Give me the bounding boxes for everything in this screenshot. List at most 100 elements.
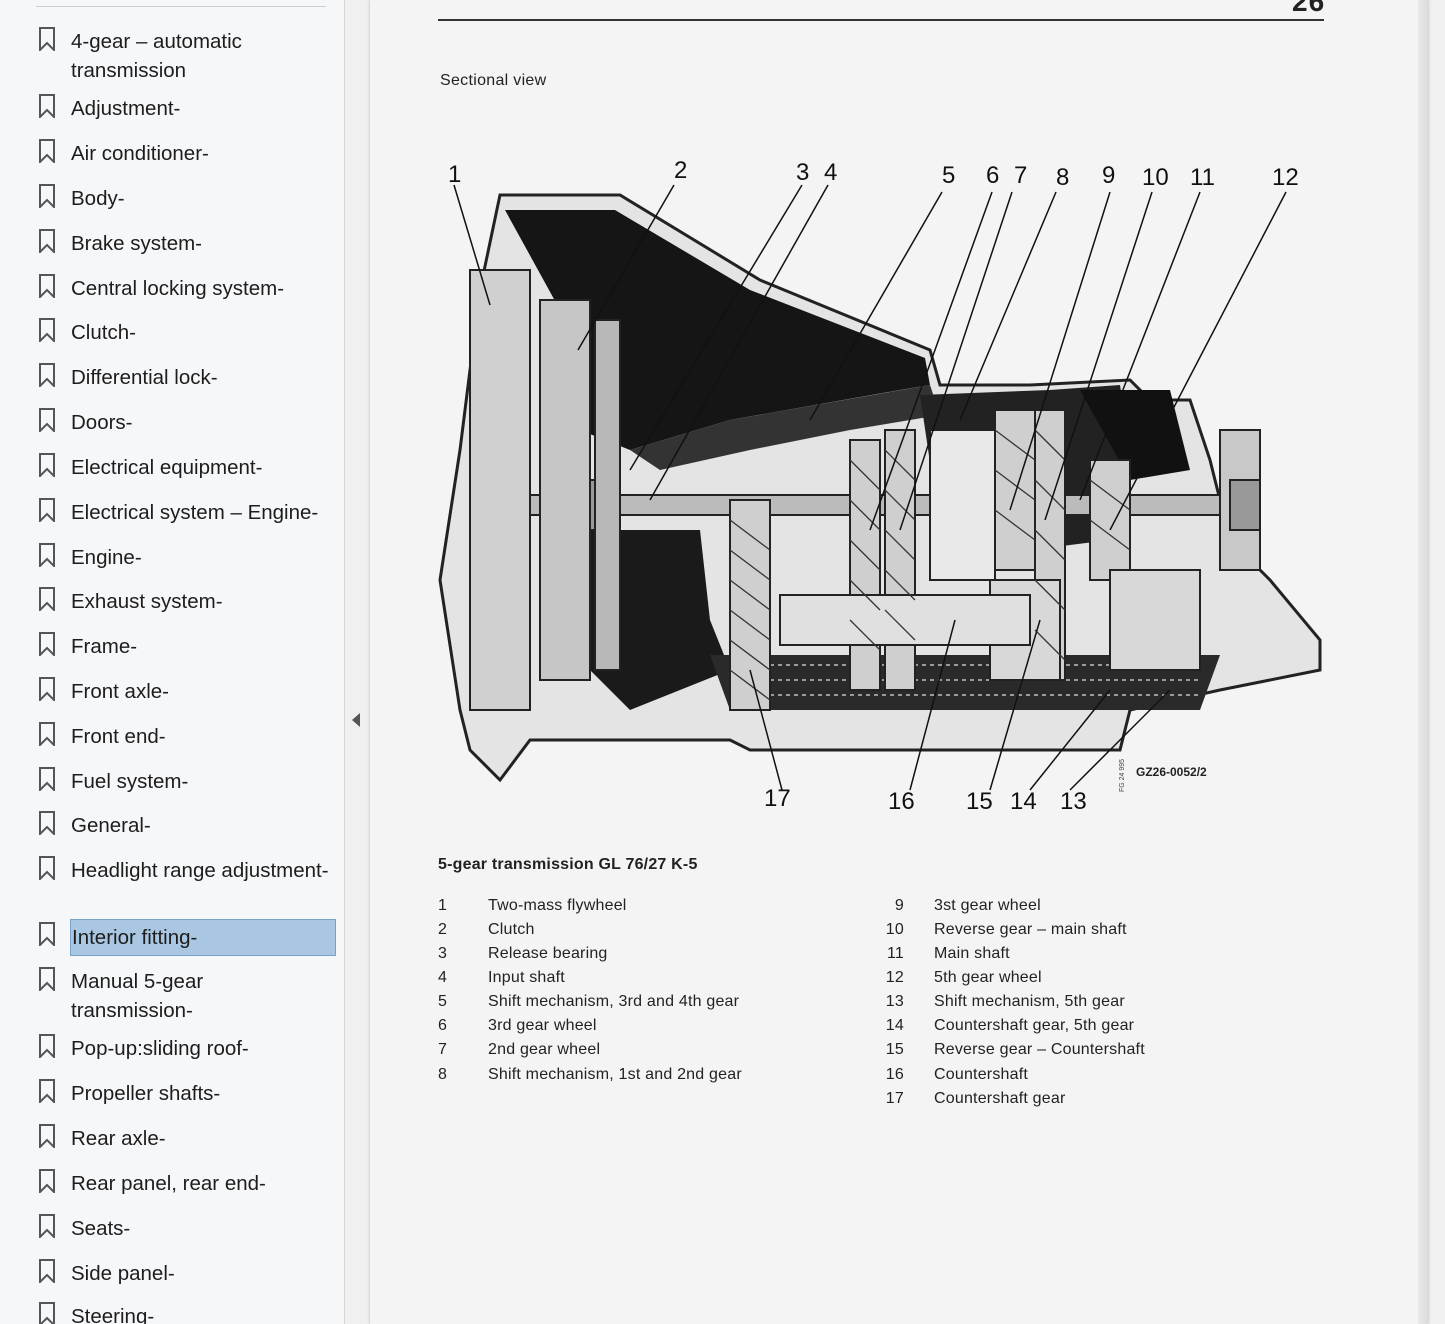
legend-text: Countershaft gear (934, 1090, 1066, 1107)
legend-text: 3st gear wheel (934, 897, 1041, 914)
bookmark-icon (39, 498, 55, 522)
bookmark-label: Frame- (71, 635, 138, 658)
bookmark-icon (39, 1034, 55, 1058)
bookmark-icon (39, 229, 55, 253)
bookmark-icon (39, 1302, 55, 1324)
section-title: Sectional view (440, 72, 547, 89)
legend-text: Shift mechanism, 3rd and 4th gear (488, 993, 740, 1010)
legend-number: 2 (438, 921, 448, 938)
legend-number: 14 (885, 1017, 904, 1034)
legend-number: 12 (885, 969, 904, 986)
bookmark-icon (39, 722, 55, 746)
legend-number: 9 (894, 897, 904, 914)
bookmark-icon (39, 1079, 55, 1103)
collapse-sidebar-icon[interactable] (352, 713, 360, 727)
legend-number: 11 (886, 945, 904, 962)
callout-10: 10 (1142, 164, 1169, 191)
bookmark-icon (39, 274, 55, 298)
sidebar-top-divider (36, 6, 326, 7)
legend-text: Main shaft (934, 945, 1010, 962)
figure-small-code: FG 24 995 (1119, 759, 1126, 792)
page-header-rule (438, 19, 1324, 21)
bookmark-label: Central locking system- (71, 277, 285, 300)
callout-12: 12 (1272, 164, 1299, 191)
bookmark-label: Headlight range adjustment- (71, 859, 329, 882)
legend-number: 8 (438, 1066, 448, 1083)
legend-text: 5th gear wheel (934, 969, 1042, 986)
bookmark-icon (39, 922, 55, 946)
bookmark-label: Fuel system- (71, 770, 189, 793)
legend-number: 4 (438, 969, 448, 986)
bookmark-icon (39, 1259, 55, 1283)
bookmark-icon (39, 139, 55, 163)
transmission-sectional-diagram: 1 2 3 4 5 6 7 8 9 10 11 12 17 16 15 14 1… (438, 157, 1322, 815)
bookmark-icon (39, 632, 55, 656)
callout-6: 6 (986, 162, 999, 189)
callout-numbers-top: 1 2 3 4 5 6 7 8 9 10 11 12 (448, 157, 1299, 191)
bookmark-label: Interior fitting- (70, 919, 336, 956)
figure-caption: 5-gear transmission GL 76/27 K-5 (438, 856, 698, 873)
page-number: 26 (1292, 0, 1326, 17)
legend-number: 3 (438, 945, 448, 962)
callout-4: 4 (824, 159, 837, 186)
bookmark-icon (39, 1169, 55, 1193)
legend-number: 6 (438, 1017, 448, 1034)
gear-set (469, 269, 1261, 711)
bookmark-label: Electrical system – Engine- (71, 501, 319, 524)
bookmark-icon (39, 767, 55, 791)
legend-number: 13 (885, 993, 904, 1010)
callout-14: 14 (1010, 788, 1037, 815)
bookmark-label: Brake system- (71, 232, 202, 255)
callout-16: 16 (888, 788, 915, 815)
bookmarks-sidebar: 4-gear – automatic transmission Adjustme… (0, 0, 345, 1324)
bookmark-icon (39, 856, 55, 880)
legend-text: 2nd gear wheel (488, 1041, 601, 1058)
bookmark-label: Adjustment- (71, 97, 181, 120)
bookmark-label: Engine- (71, 546, 142, 569)
bookmark-label: Differential lock- (71, 366, 218, 389)
bookmark-icon (39, 543, 55, 567)
legend-text: Reverse gear – Countershaft (934, 1041, 1145, 1058)
bookmark-label: Body- (71, 187, 125, 210)
bookmark-label: Seats- (71, 1217, 131, 1240)
bookmark-icon (39, 94, 55, 118)
bookmark-label: Electrical equipment- (71, 456, 263, 479)
legend-text: Shift mechanism, 1st and 2nd gear (488, 1066, 742, 1083)
legend-text: Reverse gear – main shaft (934, 921, 1127, 938)
legend-text: 3rd gear wheel (488, 1017, 597, 1034)
legend-number: 16 (885, 1066, 904, 1083)
bookmark-label: Air conditioner- (71, 142, 209, 165)
legend-number: 1 (438, 897, 448, 914)
page-edge-shadow (1418, 0, 1428, 1324)
callout-15: 15 (966, 788, 993, 815)
bookmark-icon (39, 967, 55, 991)
bookmark-label: Front end- (71, 725, 166, 748)
bookmark-icon (39, 27, 55, 51)
legend-text: Two-mass flywheel (488, 897, 627, 914)
legend-text: Clutch (488, 921, 535, 938)
bookmark-label: Propeller shafts- (71, 1082, 221, 1105)
bookmark-icon (39, 184, 55, 208)
callout-leaders (453, 184, 1287, 791)
bookmark-label: Rear panel, rear end- (71, 1172, 266, 1195)
bookmark-icon (39, 408, 55, 432)
legend-number: 10 (885, 921, 904, 938)
bookmark-icon (39, 811, 55, 835)
callout-1: 1 (448, 161, 461, 188)
bookmark-icon (39, 363, 55, 387)
bookmark-label: Manual 5-gear transmission- (71, 970, 204, 1022)
bookmark-label: Clutch- (71, 321, 136, 344)
legend-text: Shift mechanism, 5th gear (934, 993, 1125, 1010)
callout-8: 8 (1056, 164, 1069, 191)
callout-3: 3 (796, 159, 809, 186)
bookmark-icon (39, 453, 55, 477)
bookmark-label: Pop-up:sliding roof- (71, 1037, 249, 1060)
bookmark-icon (39, 1214, 55, 1238)
bookmark-icon (39, 318, 55, 342)
legend-number: 17 (885, 1090, 904, 1107)
bookmark-icon (39, 587, 55, 611)
bookmark-label: General- (71, 814, 151, 837)
bookmark-label: Doors- (71, 411, 133, 434)
callout-9: 9 (1102, 162, 1115, 189)
bookmark-icon (39, 1124, 55, 1148)
